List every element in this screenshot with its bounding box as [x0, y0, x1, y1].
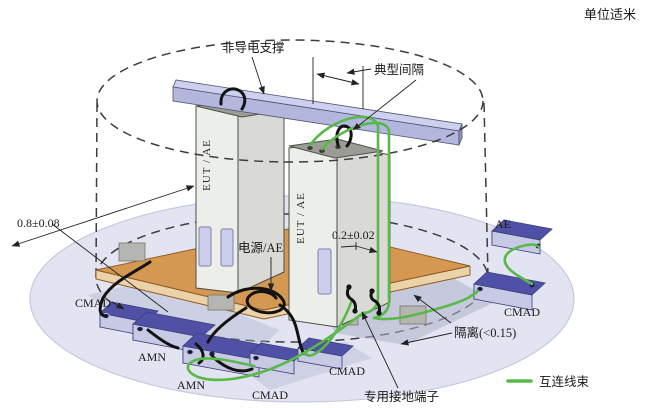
- tower-left-side: [237, 101, 285, 294]
- terminal-dot: [352, 308, 358, 314]
- devices: [99, 219, 553, 378]
- dimension-lines: [11, 56, 453, 389]
- cable-hole: [307, 146, 313, 150]
- dim-gap-arrow: [355, 245, 378, 254]
- tower-slot: [317, 248, 332, 295]
- amn-1-label: AMN: [138, 350, 166, 364]
- support-label: 非导电支撑: [222, 40, 285, 55]
- shadow-left: [88, 280, 280, 352]
- isolation-label: 隔离(<0.15): [454, 325, 516, 340]
- cable-hole: [319, 149, 325, 153]
- extension-line: [51, 223, 169, 313]
- cmad-b-label: CMAD: [329, 364, 365, 378]
- ground-leader: [361, 311, 399, 389]
- interconnect-cable: [503, 243, 541, 286]
- ae-label: AE: [495, 217, 511, 231]
- table-leg: [118, 242, 146, 262]
- interconnect-cable: [308, 115, 380, 315]
- cmad-a-box: [249, 342, 306, 375]
- cmad-left-leader: [111, 301, 125, 310]
- cmad-a-label: CMAD: [252, 388, 288, 402]
- power-cables: [98, 87, 353, 373]
- tower-right-label: EUT / AE: [295, 192, 307, 244]
- test-volume-top-boundary: [96, 39, 484, 163]
- power-cable: [194, 342, 205, 365]
- power-cable: [335, 124, 353, 148]
- tower-slot: [198, 226, 212, 267]
- isolation-arrow: [400, 332, 453, 346]
- interconnect-cable: [186, 311, 365, 382]
- cmad-right-label: CMAD: [504, 305, 540, 319]
- power-cable: [206, 306, 248, 344]
- interconnect-cable: [303, 298, 354, 357]
- units-note: 单位适米: [584, 7, 636, 22]
- dim-left-line: [11, 185, 195, 247]
- dim-left-label: 0.8±0.08: [17, 216, 60, 230]
- extension-line: [340, 245, 357, 248]
- amn-2-label: AMN: [177, 378, 205, 392]
- cable-hole: [335, 145, 341, 149]
- legend-interconnect-label: 互连线束: [539, 374, 590, 389]
- isolation-arrow: [413, 294, 452, 324]
- power-cable: [278, 303, 305, 354]
- support-leader: [251, 56, 265, 95]
- spacing-arrow: [346, 68, 372, 75]
- ground-wire: [369, 289, 381, 315]
- tower-left-label: EUT / AE: [201, 139, 213, 191]
- power-cable: [98, 260, 152, 318]
- power-label: 电源/AE: [238, 241, 284, 255]
- power-cable: [219, 87, 247, 111]
- ground-wire: [345, 285, 357, 313]
- cmad-left-label: CMAD: [75, 296, 111, 310]
- interconnect-cable: [372, 289, 480, 321]
- interconnect-cables: [186, 115, 541, 382]
- terminal-dot: [376, 310, 382, 316]
- connector: [136, 325, 144, 333]
- spacing-leader: [352, 79, 417, 131]
- ae-box: [491, 219, 553, 255]
- ground-terminal: [345, 284, 382, 316]
- spacing-label: 典型间隔: [374, 63, 424, 77]
- terminal-dot: [346, 284, 352, 290]
- ground-label: 专用接地端子: [364, 389, 439, 404]
- power-cable: [146, 328, 180, 350]
- connector: [186, 348, 194, 356]
- tower-slot: [220, 228, 234, 267]
- legend: 互连线束: [506, 374, 590, 389]
- dim-gap-label: 0.2±0.02: [332, 228, 375, 242]
- spacing-dimension: [316, 72, 360, 86]
- connector: [252, 354, 260, 362]
- table-leg: [207, 294, 235, 311]
- interconnect-cable: [320, 121, 391, 320]
- connector: [209, 351, 215, 357]
- terminal-dot: [369, 288, 375, 294]
